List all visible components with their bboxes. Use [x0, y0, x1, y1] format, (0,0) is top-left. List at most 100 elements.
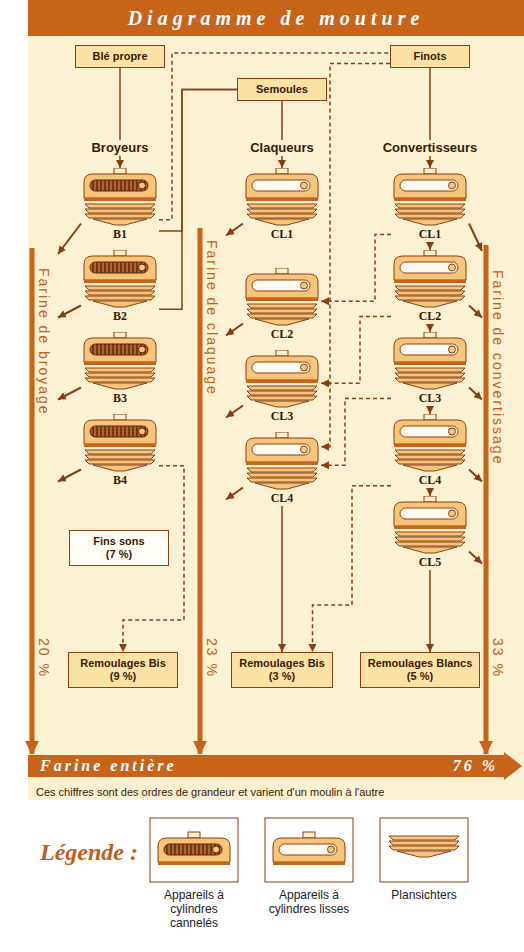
flow-arrow	[159, 90, 237, 231]
node-text: (3 %)	[238, 670, 326, 683]
flow-arrow	[226, 224, 243, 236]
drawing-part	[395, 368, 465, 389]
drawing-part	[85, 286, 155, 307]
node-text: 76 %	[453, 752, 498, 780]
column-heading: Broyeurs	[88, 140, 151, 156]
milling-machine: B3	[81, 332, 159, 406]
milling-machine: B2	[81, 250, 159, 324]
milling-machine: CL3	[391, 332, 469, 406]
flow-arrow	[429, 570, 431, 652]
node-text: Fins sons	[76, 535, 162, 548]
machine-drawing	[81, 250, 159, 308]
node-text: CL2	[243, 327, 321, 341]
flow-arrow	[321, 63, 390, 446]
drawing-part	[246, 350, 318, 383]
milling-machine: CL1	[243, 168, 321, 242]
flow-arrow	[469, 306, 482, 318]
flow-arrow	[312, 486, 391, 652]
drawing-part	[85, 450, 155, 471]
node-text: CL5	[391, 555, 469, 569]
drawing-part	[395, 532, 465, 553]
process-box: Blé propre	[75, 45, 165, 68]
machine-drawing	[243, 268, 321, 326]
drawing-part	[30, 248, 35, 738]
flour-band: Farine de convertissage 33 %	[482, 245, 512, 738]
node-text: CL2	[391, 309, 469, 323]
milling-machine: B1	[81, 168, 159, 242]
node-text: 20 %	[36, 638, 52, 678]
column-heading: Claqueurs	[247, 140, 317, 156]
node-text: Farine de convertissage	[490, 270, 506, 465]
drawing-part	[394, 250, 466, 283]
machine-drawing	[391, 496, 469, 554]
legend-heading: Légende :	[40, 838, 138, 866]
drawing-part	[84, 332, 156, 365]
flow-arrow	[429, 488, 431, 496]
milling-machine: CL5	[391, 496, 469, 570]
drawing-part	[394, 496, 466, 529]
flow-arrow	[226, 406, 243, 418]
flow-arrow	[58, 306, 81, 318]
milling-machine: CL2	[391, 250, 469, 324]
node-text: CL1	[391, 227, 469, 241]
flow-arrow	[58, 470, 81, 482]
flow-arrow	[321, 317, 391, 384]
legend-text: Appareils à cylindres lisses	[261, 888, 357, 916]
milling-machine: CL1	[391, 168, 469, 242]
node-text: (7 %)	[76, 548, 162, 561]
flour-band: Farine de broyage 20 %	[28, 248, 58, 738]
flow-arrow	[281, 506, 283, 652]
node-text: 33 %	[490, 638, 506, 678]
machine-drawing	[391, 168, 469, 226]
drawing-part	[395, 204, 465, 225]
drawing-part	[85, 204, 155, 225]
flow-arrow	[30, 738, 35, 754]
node-text: Farine de broyage	[36, 268, 52, 416]
node-text: Remoulages Bis	[238, 657, 326, 670]
machine-drawing	[391, 332, 469, 390]
milling-machine: CL2	[243, 268, 321, 342]
drawing-part	[198, 228, 203, 738]
machine-drawing	[81, 168, 159, 226]
node-text: B1	[81, 227, 159, 241]
node-text: CL4	[243, 491, 321, 505]
node-text: B3	[81, 391, 159, 405]
milling-machine: CL3	[243, 350, 321, 424]
milling-machine: B4	[81, 414, 159, 488]
drawing-part	[394, 414, 466, 447]
drawing-part	[246, 168, 318, 201]
flow-arrow	[226, 488, 243, 500]
flow-arrow	[321, 235, 391, 302]
legend-plansichter-sample	[389, 836, 459, 857]
flow-arrow	[58, 224, 81, 255]
node-text: (5 %)	[367, 670, 474, 683]
node-text: Finots	[397, 50, 463, 63]
node-text: Remoulages Blancs	[367, 657, 474, 670]
legend-sample-frame	[265, 818, 353, 882]
drawing-part	[395, 286, 465, 307]
flow-arrow	[469, 388, 482, 400]
drawing-part	[394, 168, 466, 201]
title-band	[28, 0, 524, 36]
drawing-part	[84, 250, 156, 283]
node-text: CL3	[391, 391, 469, 405]
flow-arrow	[226, 324, 243, 336]
drawing-part	[247, 204, 317, 225]
drawing-part	[28, 752, 522, 780]
flow-arrow	[321, 399, 391, 466]
flour-band: Farine de claquage23 %	[196, 228, 226, 738]
node-text: B2	[81, 309, 159, 323]
drawing-part	[247, 468, 317, 489]
process-box: Fins sons(7 %)	[69, 530, 169, 566]
flow-arrow	[469, 470, 482, 482]
machine-drawing	[243, 168, 321, 226]
flow-arrow	[429, 242, 431, 250]
machine-drawing	[243, 432, 321, 490]
machine-drawing	[81, 332, 159, 390]
flow-arrow	[469, 552, 482, 564]
drawing-part	[85, 368, 155, 389]
legend-smooth-sample	[273, 832, 345, 865]
drawing-part	[84, 414, 156, 447]
drawing-part	[247, 304, 317, 325]
drawing-part	[84, 168, 156, 201]
